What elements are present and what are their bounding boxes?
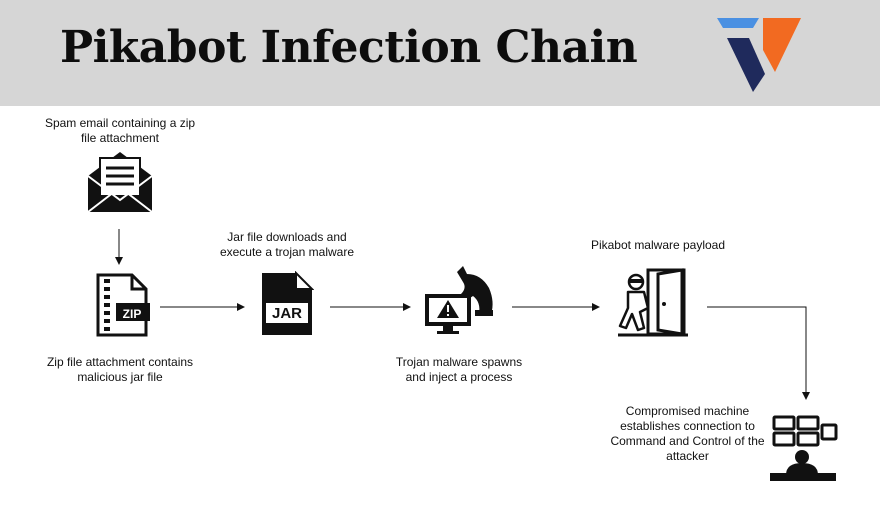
envelope-icon <box>87 152 153 213</box>
jar-badge: JAR <box>271 305 302 322</box>
step-zip-label: Zip file attachment contains malicious j… <box>46 355 194 384</box>
page-title: Pikabot Infection Chain <box>60 22 638 73</box>
trojan-horse-monitor-icon <box>425 266 493 334</box>
intruder-door-icon <box>618 268 688 337</box>
arrow-payload-to-c2 <box>707 306 810 400</box>
step-trojan-label: Trojan malware spawns and inject a proce… <box>395 355 523 384</box>
step-payload-label: Pikabot malware payload <box>590 238 726 252</box>
title-banner <box>0 0 880 106</box>
zip-badge: ZIP <box>122 307 142 321</box>
step-email-label: Spam email containing a zip file attachm… <box>44 116 196 145</box>
jar-file-icon <box>262 271 314 335</box>
control-room-icon <box>770 415 838 481</box>
step-c2-label: Compromised machine establishes connecti… <box>610 404 765 463</box>
zip-file-icon <box>96 273 150 337</box>
step-jar-label: Jar file downloads and execute a trojan … <box>219 230 355 259</box>
brand-logo-icon <box>717 18 801 92</box>
